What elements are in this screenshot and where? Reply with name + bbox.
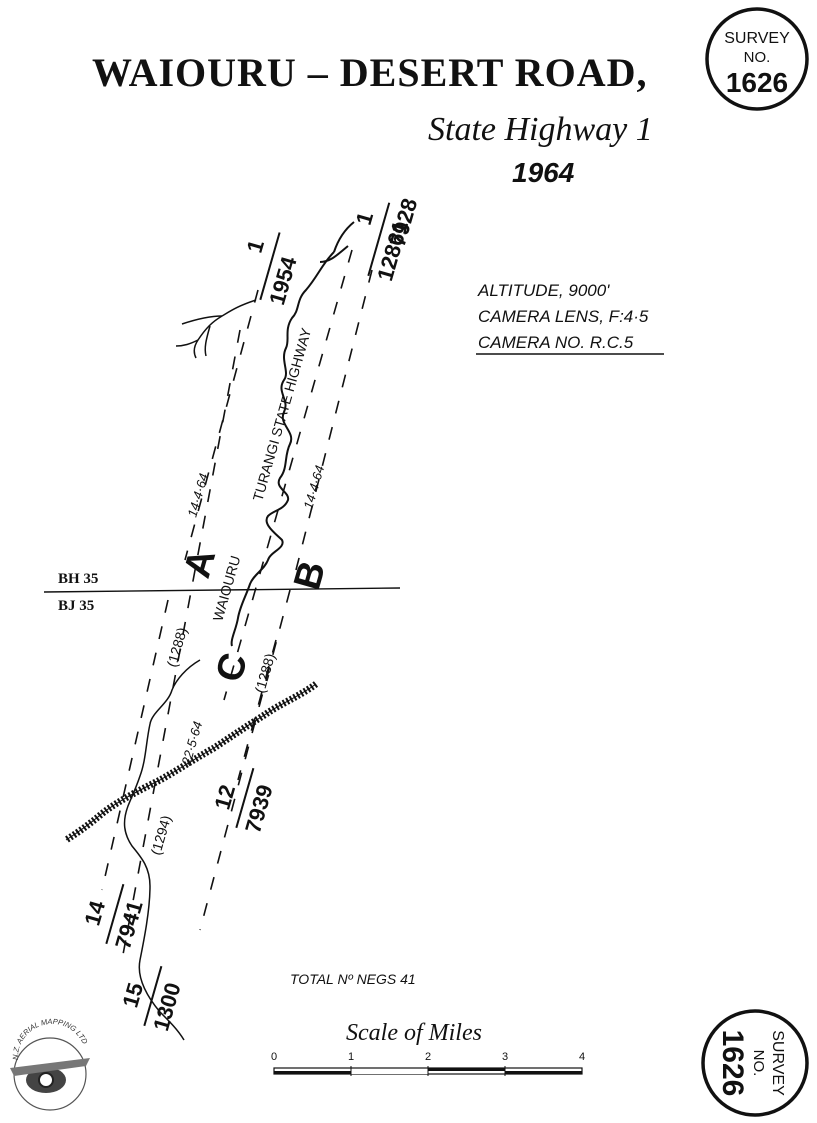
sheet-label-lower: BJ 35 (58, 598, 94, 614)
company-logo: N.Z. AERIAL MAPPING LTD (10, 1017, 90, 1111)
railway-edge (65, 683, 317, 841)
run-12-label: 12 7939 (209, 767, 278, 836)
map-title: WAIOURU – DESERT ROAD, (92, 50, 648, 95)
sheet-label-upper: BH 35 (58, 571, 98, 587)
railway (64, 681, 319, 843)
stream-north (193, 299, 257, 359)
scale-segment-3-4 (505, 1071, 582, 1074)
run-c-letter: C (208, 649, 256, 687)
flight-run-lines (101, 249, 373, 961)
stream-north-branch-1 (181, 315, 223, 325)
map-year: 1964 (512, 157, 575, 188)
stamp-ring (701, 1009, 809, 1117)
scale-segment-2-3 (428, 1068, 505, 1071)
flight-info: ALTITUDE, 9000' CAMERA LENS, F:4·5 CAMER… (476, 281, 664, 355)
survey-stamp-bottom: SURVEY NO. 1626 (701, 1009, 809, 1117)
run-a-letter: A (176, 545, 224, 583)
run-c-line-lower (237, 639, 277, 781)
survey-stamp-top: SURVEY NO. 1626 (705, 7, 809, 111)
sheet-boundary-line (43, 587, 401, 593)
run-b-line-left (223, 249, 353, 701)
fraction-bar (367, 202, 391, 277)
stream-north-branch-2 (204, 325, 211, 357)
run-c-mid-a: (1288) (164, 626, 191, 669)
scale-segment-0-1 (274, 1071, 351, 1074)
highway-path (230, 251, 335, 647)
scale-segment-1-2 (351, 1071, 428, 1074)
run-12-top: 12 (209, 782, 240, 812)
stamp-survey: SURVEY (769, 1030, 786, 1096)
logo-wing-icon (10, 1058, 90, 1076)
scale-ticks: 0 1 2 3 4 (271, 1051, 585, 1063)
highway-north-branch (319, 221, 355, 263)
scale-bar: Scale of Miles 0 1 2 3 4 (271, 1020, 585, 1076)
scale-tick-2: 2 (425, 1051, 431, 1063)
scale-tick-3: 3 (502, 1051, 508, 1063)
run-14-label: 14 7941 (79, 883, 148, 952)
stamp-survey: SURVEY (724, 30, 790, 47)
camera-text: CAMERA NO. R.C.5 (478, 333, 634, 352)
run-a-end-top: 1 (242, 237, 269, 256)
stamp-number: 1626 (726, 67, 788, 98)
fraction-bar (259, 232, 281, 301)
run-b-date: 14·4·64 (300, 464, 327, 511)
total-negatives: TOTAL Nº NEGS 41 (290, 971, 416, 987)
fraction-bar (143, 965, 163, 1027)
run-a-line-left (101, 599, 169, 891)
run-14-top: 14 (79, 897, 110, 928)
run-c-date: 22·5·64 (178, 720, 205, 768)
stamp-no: NO. (744, 49, 771, 66)
run-c-mid-b: (1294) (148, 814, 175, 857)
stamp-number: 1626 (716, 1030, 749, 1097)
run-a-line-upper (184, 289, 259, 561)
stamp-no: NO. (750, 1050, 767, 1077)
run-a-date: 14·4·64 (184, 472, 211, 519)
run-12-bottom: 7939 (240, 782, 278, 836)
lens-text: CAMERA LENS, F:4·5 (478, 307, 649, 326)
stamp-ring (705, 7, 809, 111)
stream-north-branch-3 (175, 339, 199, 347)
altitude-text: ALTITUDE, 9000' (477, 281, 610, 300)
scale-tick-0: 0 (271, 1051, 277, 1063)
streams (123, 299, 257, 1041)
run-15-bottom: 1300 (148, 980, 186, 1034)
run-b-end-right: 7928 (385, 195, 423, 249)
run-15-label: 15 1300 (117, 965, 186, 1034)
scale-tick-1: 1 (348, 1051, 354, 1063)
stream-central (123, 659, 201, 1041)
scale-tick-4: 4 (579, 1051, 585, 1063)
state-highway-road (230, 221, 355, 647)
run-14-bottom: 7941 (110, 898, 148, 952)
run-b-mid: (1288) (252, 652, 279, 695)
run-b-end-top: 1 (351, 209, 378, 228)
run-b-line-right (295, 269, 373, 571)
run-a-end-bottom: 1954 (264, 253, 302, 308)
run-a-end-label: 1 1954 (242, 232, 302, 308)
logo-lens-icon (38, 1072, 54, 1088)
fraction-bar (235, 767, 255, 829)
fraction-bar (105, 883, 125, 945)
map-subtitle: State Highway 1 (428, 111, 653, 148)
scale-title: Scale of Miles (346, 1020, 482, 1046)
